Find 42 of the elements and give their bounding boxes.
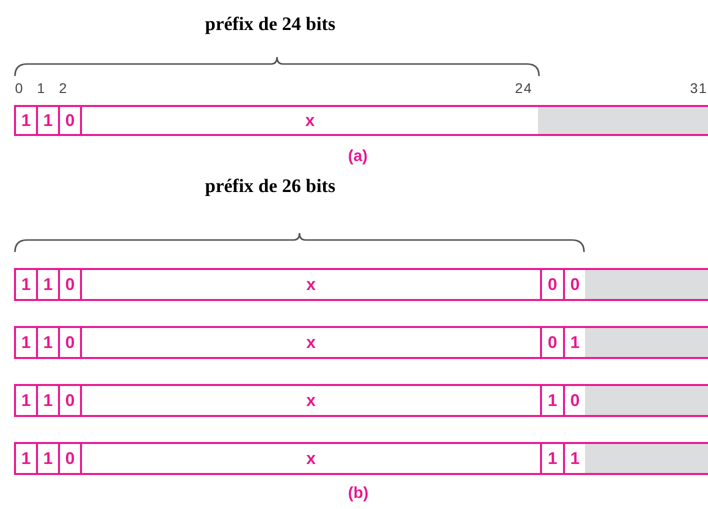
panel-caption: (a) [348, 148, 368, 166]
bit-field: 1 [540, 442, 565, 475]
bit-position: 31 [690, 80, 708, 96]
bit-position: 24 [515, 80, 533, 96]
bit-field: 1 [563, 326, 587, 359]
bit-field: 1 [14, 442, 38, 475]
bit-field: x [80, 268, 542, 301]
bit-field: 0 [563, 384, 587, 417]
shaded-field [538, 105, 708, 136]
bit-field: x [80, 384, 542, 417]
prefix-label: préfix de 24 bits [205, 14, 336, 36]
bit-field: x [80, 442, 542, 475]
bit-field: x [80, 326, 542, 359]
bit-field: 0 [540, 268, 565, 301]
shaded-field [585, 326, 708, 359]
bit-field: 1 [14, 268, 38, 301]
bit-field: 1 [14, 384, 38, 417]
bit-field: 1 [14, 326, 38, 359]
shaded-field [585, 268, 708, 301]
bit-field: 1 [14, 105, 38, 136]
bit-field: 0 [58, 384, 82, 417]
bit-field: 0 [58, 326, 82, 359]
bit-field: 0 [58, 105, 82, 136]
bit-field: 1 [36, 442, 60, 475]
bit-field: 1 [36, 268, 60, 301]
bit-field: 1 [36, 105, 60, 136]
bit-position: 1 [37, 80, 46, 96]
bit-field: 0 [563, 268, 587, 301]
bit-field: 1 [563, 442, 587, 475]
bit-position: 2 [59, 80, 68, 96]
prefix-label: préfix de 26 bits [205, 176, 336, 198]
bit-field: 1 [36, 326, 60, 359]
panel-caption: (b) [348, 485, 368, 503]
bit-field: 0 [540, 326, 565, 359]
shaded-field [585, 384, 708, 417]
shaded-field [585, 442, 708, 475]
bit-field: 0 [58, 442, 82, 475]
bit-field: 0 [58, 268, 82, 301]
bit-field: 1 [540, 384, 565, 417]
bit-field: x [80, 105, 540, 136]
bit-position: 0 [15, 80, 24, 96]
bit-field: 1 [36, 384, 60, 417]
